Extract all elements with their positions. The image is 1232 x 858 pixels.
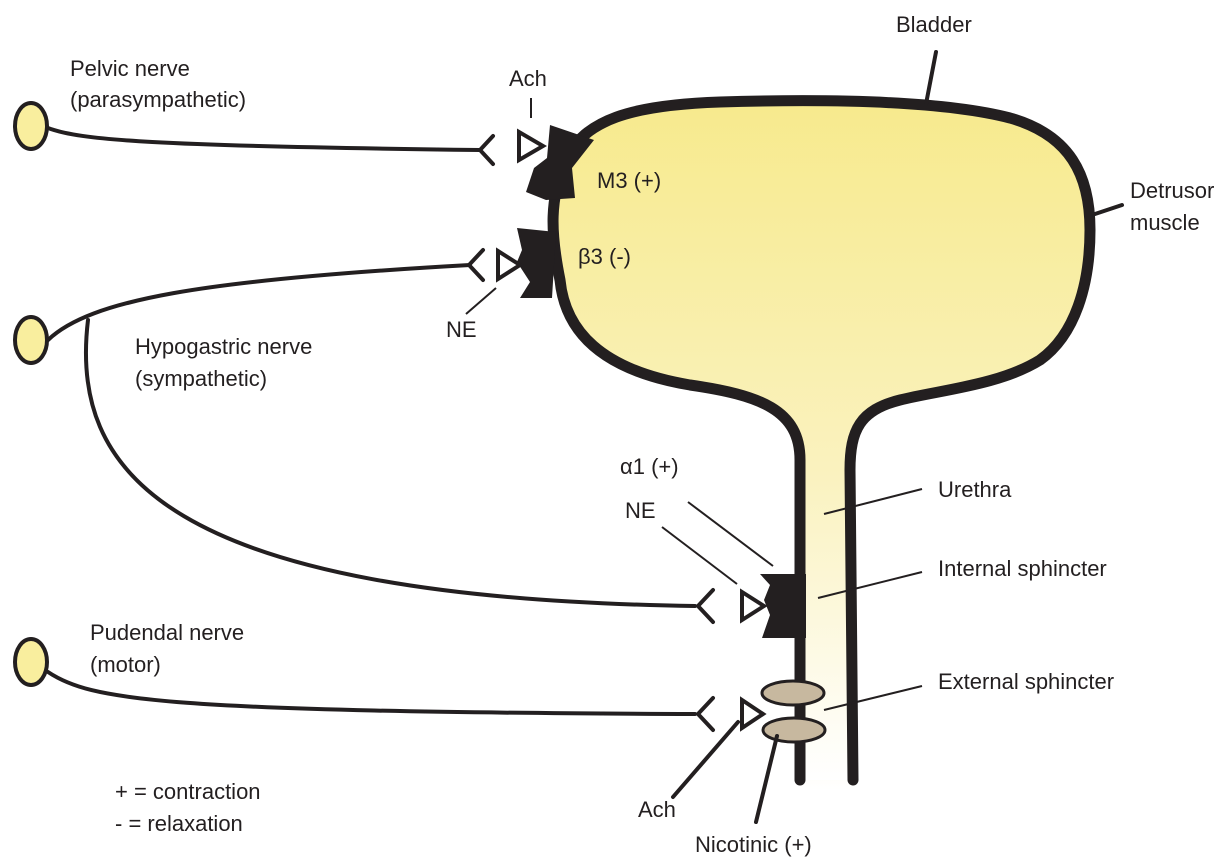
pelvic-nerve-fiber <box>48 128 480 150</box>
ach-bottom-transmitter <box>742 700 763 728</box>
detrusor-leader <box>1092 205 1122 215</box>
pelvic-nerve-label-line2: (parasympathetic) <box>70 87 246 112</box>
external-sphincter-lower <box>763 718 825 742</box>
ach-bottom-leader <box>673 722 738 797</box>
ach-top-label: Ach <box>509 66 547 91</box>
ne-bottom-transmitter <box>742 592 764 620</box>
detrusor-label-line2: muscle <box>1130 210 1200 235</box>
beta3-receptor-label: β3 (-) <box>578 244 631 269</box>
pudendal-nerve-label-line2: (motor) <box>90 652 161 677</box>
hypogastric-nerve-fiber-upper <box>48 265 470 340</box>
pelvic-ganglion <box>15 103 47 149</box>
external-sphincter-label: External sphincter <box>938 669 1114 694</box>
hypogastric-upper-terminal <box>469 250 483 280</box>
ach-bottom-label: Ach <box>638 797 676 822</box>
detrusor-label-line1: Detrusor <box>1130 178 1214 203</box>
ne-bottom-leader <box>662 527 737 584</box>
pudendal-terminal <box>698 698 713 730</box>
hypogastric-nerve-fiber-lower <box>86 320 695 606</box>
hypogastric-nerve-label-line2: (sympathetic) <box>135 366 267 391</box>
bladder-leader <box>926 52 936 104</box>
ne-top-label: NE <box>446 317 477 342</box>
nicotinic-leader <box>756 736 777 822</box>
bladder-label: Bladder <box>896 12 972 37</box>
internal-sphincter-label: Internal sphincter <box>938 556 1107 581</box>
urethra-label: Urethra <box>938 477 1012 502</box>
external-sphincter-upper <box>762 681 824 705</box>
pudendal-nerve-label-line1: Pudendal nerve <box>90 620 244 645</box>
hypogastric-nerve-label-line1: Hypogastric nerve <box>135 334 312 359</box>
m3-receptor-label: M3 (+) <box>597 168 661 193</box>
hypogastric-lower-terminal <box>698 590 713 622</box>
ach-top-transmitter <box>519 132 543 160</box>
hypogastric-ganglion <box>15 317 47 363</box>
ne-bottom-label: NE <box>625 498 656 523</box>
legend-contraction: + = contraction <box>115 779 261 804</box>
alpha1-receptor-label: α1 (+) <box>620 454 679 479</box>
pelvic-nerve-label-line1: Pelvic nerve <box>70 56 190 81</box>
nicotinic-receptor-label: Nicotinic (+) <box>695 832 812 857</box>
ne-top-leader <box>466 288 496 314</box>
ne-top-transmitter <box>498 251 520 279</box>
beta3-receptor <box>517 228 556 298</box>
pelvic-nerve-terminal <box>480 136 493 164</box>
pudendal-nerve-fiber <box>48 672 695 714</box>
legend-relaxation: - = relaxation <box>115 811 243 836</box>
pudendal-ganglion <box>15 639 47 685</box>
